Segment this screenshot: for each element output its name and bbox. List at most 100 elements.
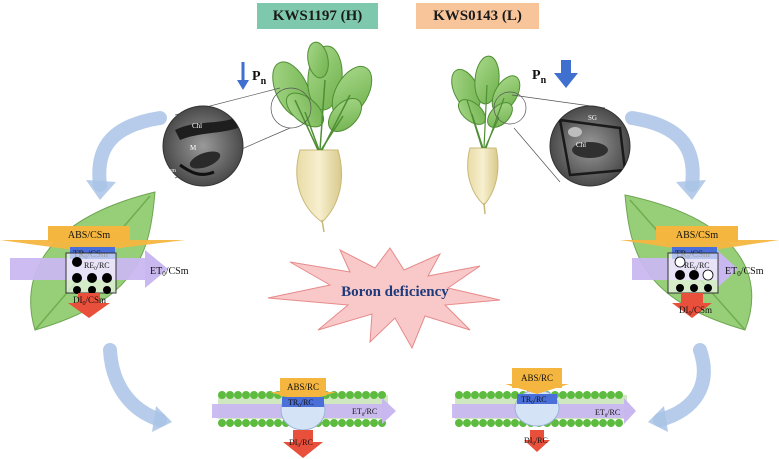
lipid-head — [559, 391, 567, 399]
micro-label-sg-right: SG — [588, 114, 597, 122]
svg-text:DI0/RC: DI0/RC — [524, 436, 548, 447]
micrograph-right: SG Chl — [549, 105, 631, 187]
mem-di-right: DI — [524, 436, 533, 445]
leaf-model-right: ABS/CSm TR0/CSm ET0/CSm RE0/RC DI0/CSm — [620, 194, 779, 331]
svg-text:DI0/CSm: DI0/CSm — [679, 305, 712, 317]
leaf-model-left: ABS/CSm TR0/CSm ET0/CSm RE0/RC DI0/CSm — [0, 191, 189, 331]
lipid-head — [370, 419, 378, 427]
lipid-head — [226, 419, 234, 427]
stress-label: Boron deficiency — [341, 284, 449, 300]
pn-indicator-left: Pn — [237, 62, 267, 90]
lipid-head — [575, 419, 583, 427]
mem-et-right: ET — [595, 408, 605, 417]
curve-arrow-top-right — [625, 111, 706, 200]
lipid-head — [455, 391, 463, 399]
micro-label-m-left: M — [190, 144, 197, 152]
lipid-head — [218, 419, 226, 427]
micrograph-left: Chl M μm — [162, 105, 244, 187]
svg-text:Pn: Pn — [252, 69, 267, 87]
lipid-head — [615, 391, 623, 399]
lipid-head — [583, 391, 591, 399]
pn-sub-left: n — [261, 76, 267, 87]
lipid-head — [615, 419, 623, 427]
lipid-head — [242, 419, 250, 427]
cultivar-h-label: KWS1197 (H) — [257, 3, 378, 29]
curve-arrow-bottom-left — [103, 343, 172, 432]
lipid-head — [274, 419, 282, 427]
lipid-head — [487, 391, 495, 399]
sugar-beet-plant-left — [174, 41, 373, 233]
reaction-centers-right — [674, 256, 714, 292]
down-arrow-icon — [554, 73, 578, 88]
svg-text:RE0/RC: RE0/RC — [684, 261, 710, 272]
svg-text:TR0/RC: TR0/RC — [288, 398, 314, 409]
boron-deficiency-burst: Boron deficiency — [267, 247, 501, 350]
lipid-head — [503, 419, 511, 427]
lipid-head — [218, 391, 226, 399]
lipid-head — [575, 391, 583, 399]
lipid-head — [250, 419, 258, 427]
leaf-re-left: RE — [84, 261, 94, 270]
lipid-head — [362, 419, 370, 427]
lipid-head — [495, 391, 503, 399]
lipid-head — [599, 391, 607, 399]
lipid-head — [242, 391, 250, 399]
lipid-head — [370, 391, 378, 399]
leaf-abs-left: ABS/CSm — [68, 230, 110, 241]
pn-indicator-right: Pn — [532, 60, 578, 88]
svg-text:DI0/RC: DI0/RC — [289, 438, 313, 449]
lipid-head — [266, 391, 274, 399]
lipid-head — [266, 419, 274, 427]
mem-et-left: ET — [352, 407, 362, 416]
svg-text:Pn: Pn — [532, 68, 547, 86]
svg-text:RE0/RC: RE0/RC — [84, 261, 110, 272]
lipid-head — [567, 419, 575, 427]
lipid-head — [455, 419, 463, 427]
lipid-head — [599, 419, 607, 427]
mem-tr-left: TR — [288, 398, 299, 407]
curve-arrow-bottom-right — [648, 343, 711, 432]
lipid-head — [479, 391, 487, 399]
lipid-head — [234, 419, 242, 427]
lipid-head — [258, 419, 266, 427]
lipid-head — [226, 391, 234, 399]
svg-text:ET0/RC: ET0/RC — [595, 408, 620, 419]
lipid-head — [591, 391, 599, 399]
lipid-head — [258, 391, 266, 399]
lipid-head — [607, 391, 615, 399]
lipid-head — [250, 391, 258, 399]
lipid-head — [511, 419, 519, 427]
pn-label-left: P — [252, 69, 261, 84]
lipid-head — [234, 391, 242, 399]
lipid-head — [471, 391, 479, 399]
svg-text:ET0/RC: ET0/RC — [352, 407, 377, 418]
cultivar-l-label: KWS0143 (L) — [416, 3, 539, 29]
pn-sub-right: n — [541, 75, 547, 86]
mem-abs-right: ABS/RC — [521, 373, 553, 383]
lipid-head — [583, 419, 591, 427]
leaf-et-left: ET — [150, 266, 162, 277]
down-arrow-icon — [237, 80, 249, 90]
lipid-head — [322, 419, 330, 427]
mem-tr-right: TR — [521, 395, 532, 404]
membrane-model-left: ABS/RC TR0/RC ET0/RC DI0/RC — [212, 378, 396, 458]
mem-abs-left: ABS/RC — [287, 382, 319, 392]
micro-label-chl-right: Chl — [576, 141, 586, 149]
lipid-head — [330, 419, 338, 427]
lipid-head — [346, 419, 354, 427]
lipid-head — [463, 391, 471, 399]
sugar-beet-plant-right — [451, 55, 606, 215]
micro-label-chl-left: Chl — [192, 122, 202, 130]
leaf-di-right: DI — [679, 305, 689, 315]
pn-label-right: P — [532, 68, 541, 83]
lipid-head — [487, 419, 495, 427]
svg-text:DI0/CSm: DI0/CSm — [73, 295, 106, 307]
svg-text:TR0/RC: TR0/RC — [521, 395, 547, 406]
lipid-head — [362, 391, 370, 399]
lipid-head — [346, 391, 354, 399]
micro-scale-left: μm — [168, 168, 176, 174]
leaf-re-right: RE — [684, 261, 694, 270]
reaction-centers-left — [72, 257, 112, 294]
svg-text:ET0/CSm: ET0/CSm — [150, 266, 189, 278]
